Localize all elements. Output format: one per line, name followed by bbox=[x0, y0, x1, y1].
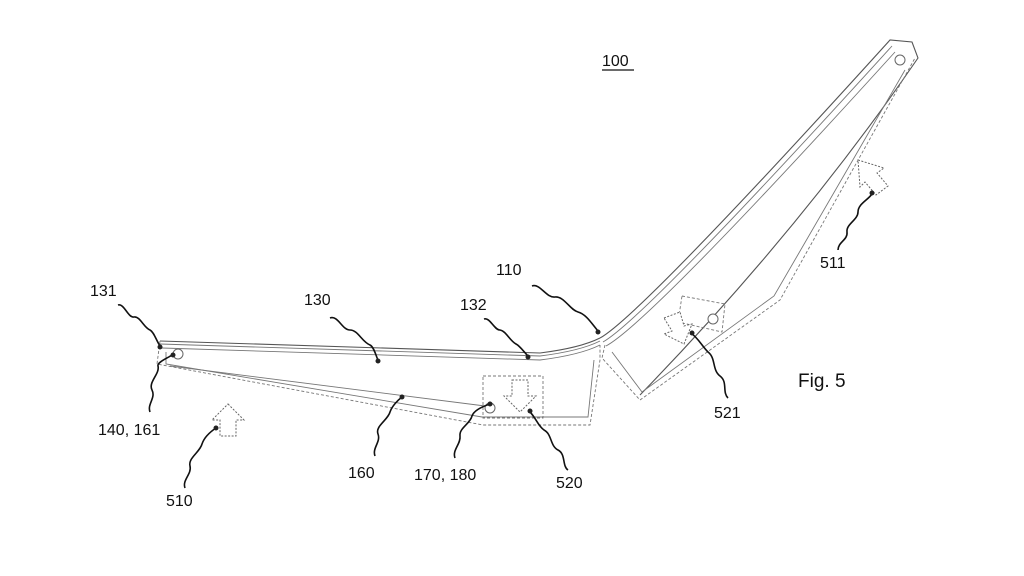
airflow-arrow-510-icon bbox=[210, 403, 246, 437]
label-510: 510 bbox=[166, 493, 193, 510]
airflow-arrow-521-icon bbox=[662, 311, 693, 345]
leader-lines bbox=[117, 190, 875, 489]
label-132: 132 bbox=[460, 297, 487, 314]
label-521: 521 bbox=[714, 405, 741, 422]
label-520: 520 bbox=[556, 475, 583, 492]
label-131: 131 bbox=[90, 283, 117, 300]
left-housing bbox=[156, 337, 601, 426]
label-511: 511 bbox=[820, 255, 846, 272]
airflow-arrow-511-icon bbox=[857, 159, 889, 196]
label-140-161: 140, 161 bbox=[98, 422, 160, 439]
right-housing bbox=[599, 39, 919, 401]
label-110: 110 bbox=[496, 262, 522, 279]
label-160: 160 bbox=[348, 465, 375, 482]
label-130: 130 bbox=[304, 292, 331, 309]
label-170-180: 170, 180 bbox=[414, 467, 476, 484]
airflow-arrow-520-icon bbox=[502, 379, 538, 413]
label-100: 100 bbox=[602, 53, 629, 70]
figure-title: Fig. 5 bbox=[798, 371, 846, 392]
